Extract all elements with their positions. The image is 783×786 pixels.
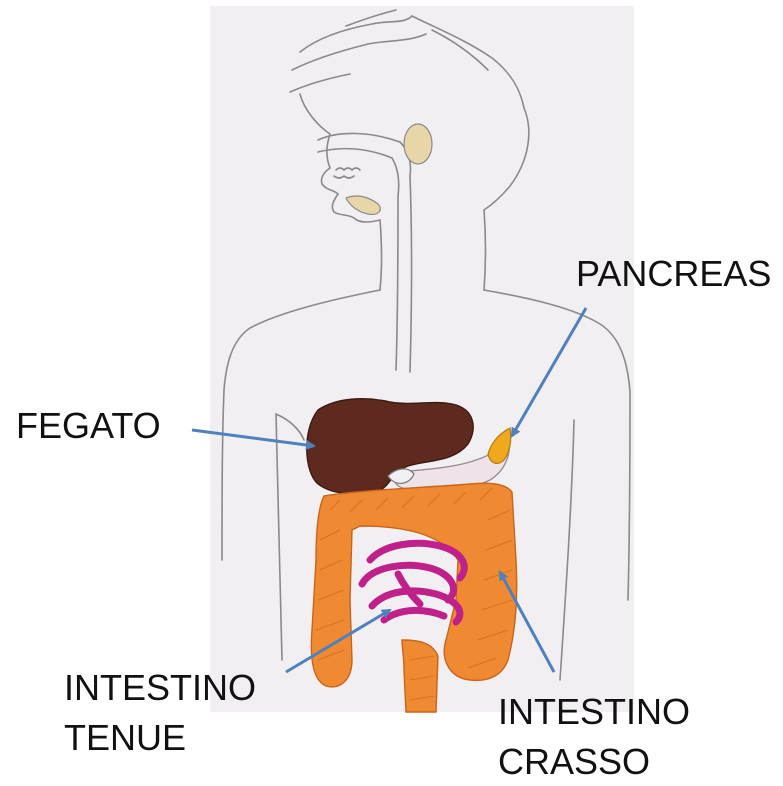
label-intestino-crasso-line2: CRASSO	[498, 740, 650, 784]
label-fegato: FEGATO	[16, 404, 161, 448]
label-intestino-tenue-line1: INTESTINO	[64, 666, 256, 710]
label-intestino-tenue-line2: TENUE	[64, 716, 186, 760]
label-pancreas: PANCREAS	[576, 252, 771, 296]
label-intestino-crasso-line1: INTESTINO	[498, 690, 690, 734]
salivary-gland-upper	[404, 124, 432, 164]
